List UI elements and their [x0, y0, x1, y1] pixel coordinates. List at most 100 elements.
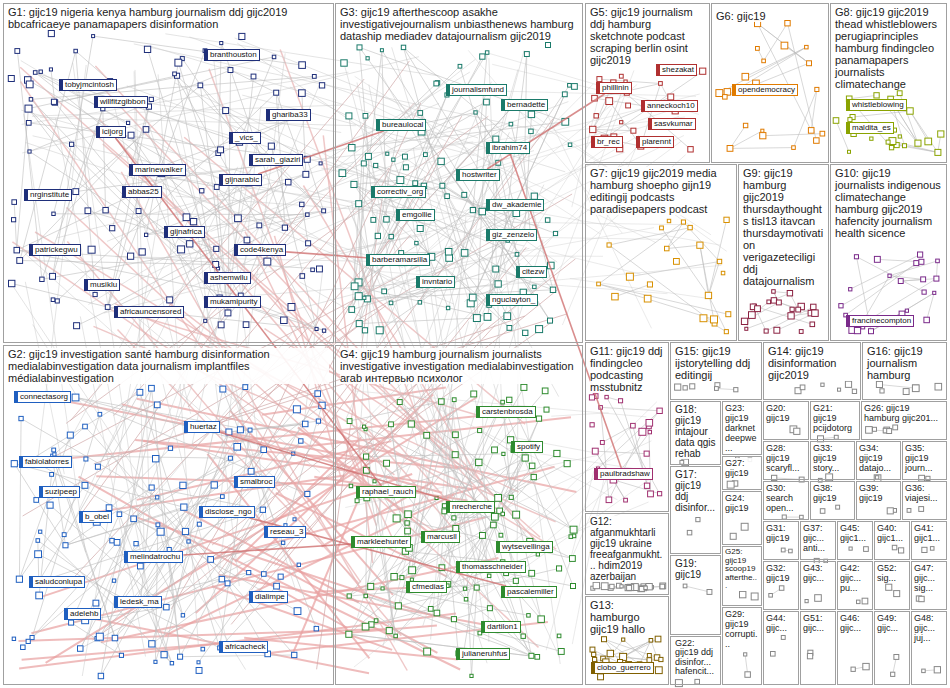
group-heading: G38: gijc19 [813, 483, 852, 503]
vertex-marker [440, 183, 445, 188]
tie-line [758, 24, 810, 64]
vertex-marker [384, 217, 390, 223]
vertex-marker [558, 649, 564, 655]
vertex-marker [72, 394, 79, 401]
vertex-marker [536, 416, 541, 421]
vertex-marker [644, 451, 649, 456]
tie-line [175, 74, 324, 211]
group-panel: G32: gijc19 [763, 561, 799, 610]
vertex-marker [690, 384, 695, 389]
account-name: maldita_es [852, 123, 891, 132]
vertex-marker [274, 90, 279, 95]
vertex-marker [471, 391, 477, 397]
vertex-marker [864, 547, 869, 552]
vertex-marker [934, 667, 940, 673]
vertex-marker [646, 420, 653, 427]
vertex-marker [620, 121, 623, 124]
tie-line [131, 135, 205, 321]
tie-line [730, 147, 794, 149]
tie-line [499, 137, 646, 294]
group-panel: G40: gijc1... [874, 521, 910, 560]
vertex-marker [9, 280, 15, 286]
tie-line [603, 639, 658, 659]
group-panel: G38: gijc19 [810, 481, 855, 520]
vertex-marker [724, 330, 728, 334]
vertex-marker [781, 42, 788, 49]
vertex-marker [659, 82, 663, 86]
vertex-marker [366, 57, 369, 60]
vertex-marker [741, 318, 747, 324]
vertex-marker [550, 287, 555, 292]
vertex-marker [8, 76, 14, 82]
vertex-marker [391, 574, 397, 580]
vertex-marker [389, 234, 393, 238]
group-panel: G13: hamburgo gijc19 halloclobo_guerrero [585, 596, 669, 685]
tie-line [14, 202, 17, 250]
group-heading: G51: gijc... [803, 613, 833, 633]
account-label: saludconlupa [29, 576, 85, 588]
vertex-marker [351, 181, 357, 187]
vertex-marker [921, 277, 926, 282]
vertex-marker [886, 584, 892, 590]
tie-line [54, 427, 85, 455]
vertex-marker [417, 226, 423, 232]
vertex-marker [839, 304, 843, 308]
vertex-marker [375, 233, 380, 238]
tie-line [766, 307, 813, 331]
vertex-marker [554, 450, 560, 456]
vertex-marker [218, 147, 224, 153]
vertex-marker [905, 309, 908, 312]
vertex-marker [299, 439, 303, 443]
vertex-marker [749, 312, 756, 319]
vertex-marker [913, 385, 919, 391]
vertex-marker [403, 154, 408, 159]
vertex-marker [887, 508, 893, 514]
tie-line [368, 66, 460, 156]
vertex-marker [548, 318, 553, 323]
account-name: sasvkumar [654, 119, 693, 128]
vertex-marker [380, 49, 383, 52]
vertex-marker [408, 421, 414, 427]
vertex-marker [655, 636, 661, 642]
vertex-marker [849, 288, 852, 291]
vertex-marker [815, 595, 822, 602]
tie-connector [250, 518, 507, 586]
group-heading: G42: gijc... pu... [840, 563, 870, 593]
account-label: emgollie [396, 209, 435, 221]
group-panel: G19: gijc19 [670, 555, 721, 635]
tie-line [134, 497, 158, 518]
vertex-marker [794, 428, 800, 434]
account-label: ledesk_ma [114, 596, 162, 608]
tie-line [506, 573, 573, 586]
group-heading: G20: gijc19 [766, 403, 806, 423]
vertex-marker [282, 225, 287, 230]
vertex-marker [363, 296, 366, 299]
group-heading: G31: gijc19 [766, 523, 796, 543]
vertex-marker [544, 407, 549, 412]
account-name: invntario [422, 277, 452, 286]
group-heading: G5: gijc19 journalism ddj hamburg sketch… [590, 6, 705, 66]
tie-line [709, 262, 720, 296]
tie-line [76, 397, 251, 430]
vertex-marker [491, 522, 497, 528]
vertex-marker [785, 21, 790, 26]
vertex-marker [356, 321, 362, 327]
vertex-marker [228, 68, 233, 73]
vertex-marker [851, 667, 855, 671]
vertex-marker [445, 249, 452, 256]
vertex-marker [593, 582, 599, 588]
vertex-marker [903, 389, 909, 395]
vertex-marker [110, 538, 115, 543]
group-heading: G37: gijc... anti... [803, 523, 833, 553]
account-label: marcusll [421, 531, 460, 543]
vertex-marker [922, 290, 926, 294]
vertex-marker [19, 416, 23, 420]
vertex-marker [15, 49, 20, 54]
tie-line [76, 397, 294, 453]
tie-line [244, 638, 458, 660]
tie-line [512, 255, 603, 256]
vertex-marker [376, 327, 383, 334]
vertex-marker [74, 49, 78, 53]
vertex-marker [644, 586, 647, 589]
vertex-marker [181, 614, 184, 617]
